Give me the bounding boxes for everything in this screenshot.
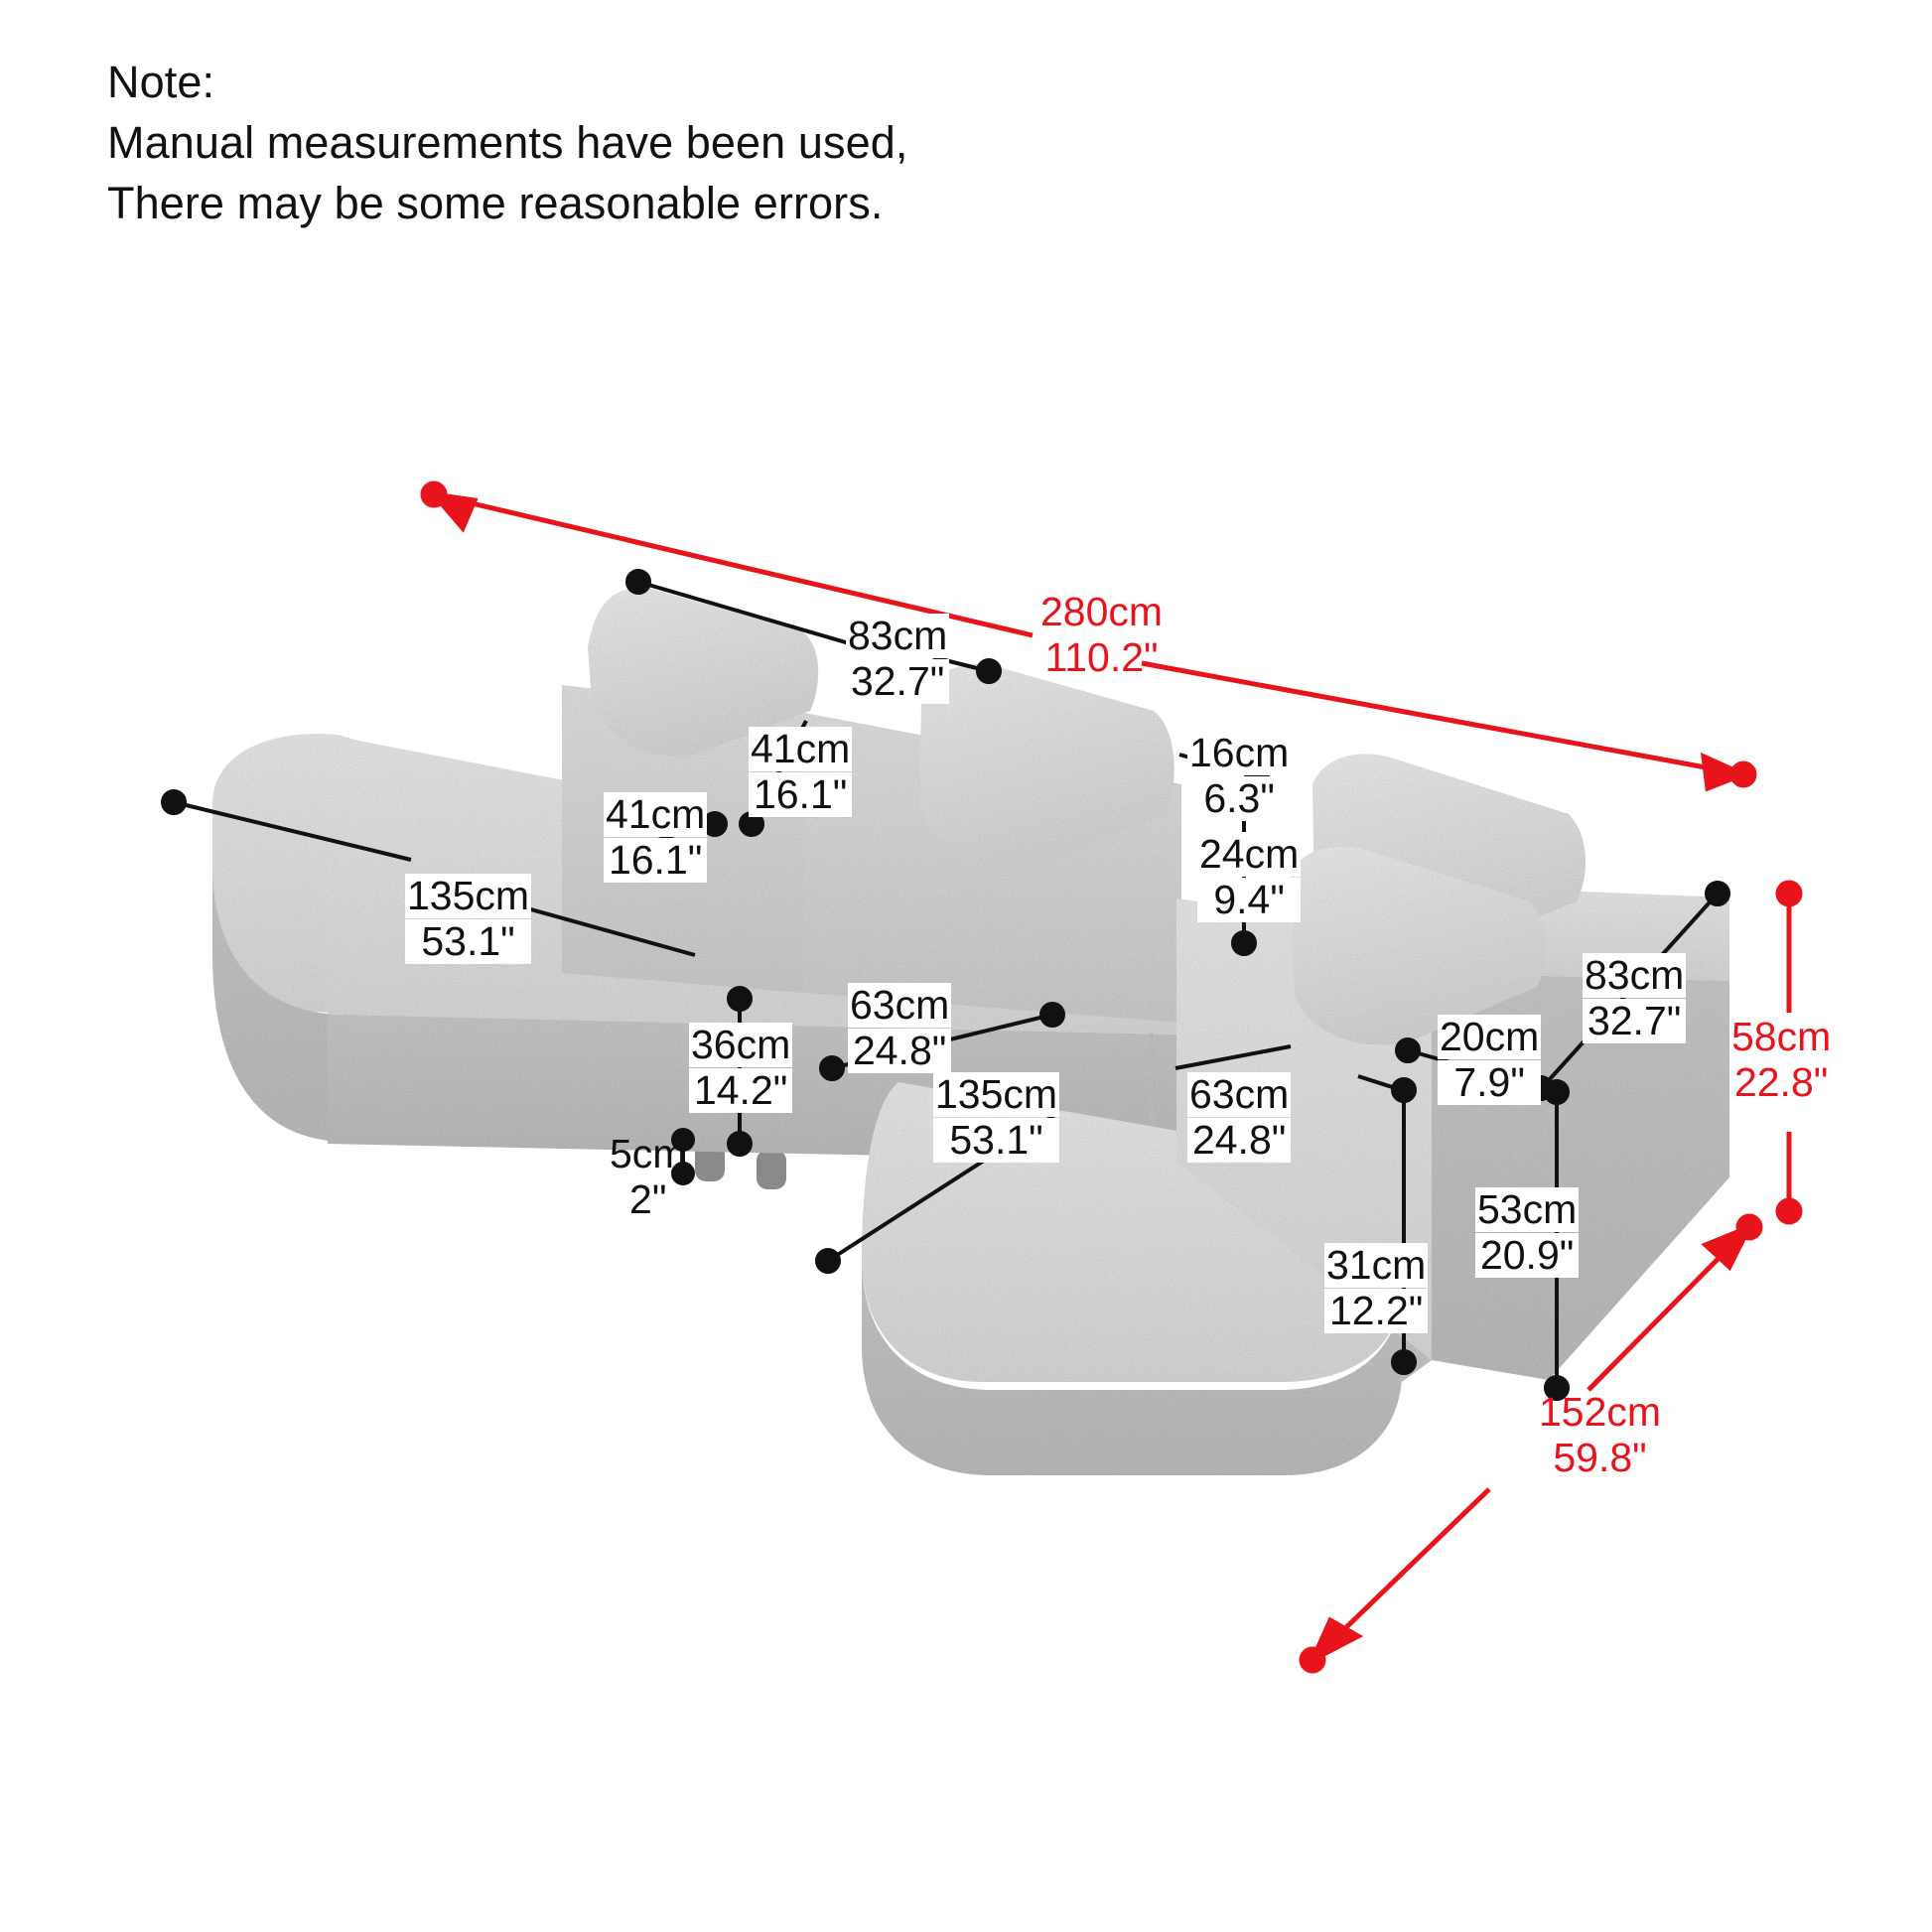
- dimension-label-armrest-depth: 83cm 32.7": [1583, 952, 1687, 1043]
- note-line-1: Note:: [107, 57, 215, 107]
- dimension-label-pillow-height-upper: 41cm 16.1": [749, 726, 853, 817]
- pillow-2: [919, 664, 1174, 868]
- dimension-label-seat-width-right: 63cm 24.8": [1187, 1071, 1292, 1163]
- dimension-label-overall-height: 58cm 22.8": [1731, 1014, 1832, 1105]
- dimension-label-armrest-width: 20cm 7.9": [1438, 1014, 1542, 1105]
- dimension-label-chaise-depth: 135cm 53.1": [933, 1071, 1060, 1163]
- note-block: Note: Manual measurements have been used…: [107, 52, 908, 233]
- dimension-label-arm-height: 53cm 20.9": [1475, 1186, 1580, 1278]
- note-line-2: Manual measurements have been used,: [107, 117, 908, 168]
- dimension-label-overall-width: 280cm 110.2": [1040, 589, 1164, 680]
- dimension-label-leg-height: 5cm 2": [610, 1131, 687, 1222]
- dimension-label-backrest-gap: 16cm 6.3": [1187, 730, 1292, 821]
- pillow-1: [588, 588, 819, 757]
- pillow-4: [1291, 846, 1547, 1045]
- dimension-label-backrest-thickness: 24cm 9.4": [1197, 831, 1302, 922]
- dimension-label-seat-depth-left: 135cm 53.1": [405, 873, 532, 964]
- dimension-label-pillow-width-left: 83cm 32.7": [846, 613, 950, 704]
- note-line-3: There may be some reasonable errors.: [107, 178, 884, 228]
- dimension-label-seat-width-middle: 63cm 24.8": [848, 982, 952, 1073]
- chaise-front: [862, 1259, 1402, 1475]
- dimension-label-pillow-height-lower: 41cm 16.1": [604, 791, 708, 883]
- dimension-label-seat-height-front: 36cm 14.2": [689, 1022, 793, 1113]
- dimension-label-chaise-side-height: 31cm 12.2": [1324, 1242, 1429, 1333]
- dimension-label-overall-depth: 152cm 59.8": [1539, 1389, 1662, 1480]
